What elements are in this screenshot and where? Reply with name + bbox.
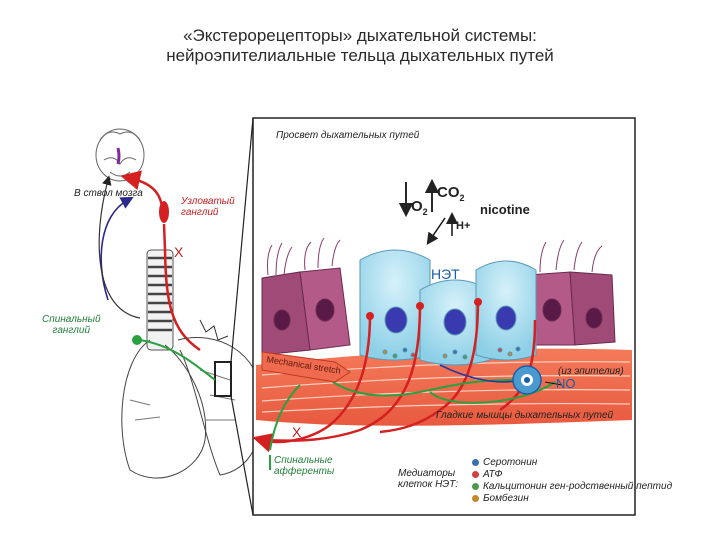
efferent-arrow bbox=[100, 196, 134, 301]
net-cells bbox=[359, 249, 537, 366]
epithelium-cells bbox=[261, 237, 616, 356]
mediator-atp: АТФ bbox=[472, 469, 672, 480]
vagus-top-label: X bbox=[174, 244, 184, 260]
brain-sketch bbox=[95, 128, 145, 182]
title-line-1: «Экстерорецепторы» дыхательной системы: bbox=[183, 26, 537, 45]
mediator-serotonin: Серотонин bbox=[472, 457, 672, 468]
lungs-sketch bbox=[121, 319, 263, 479]
net-label: НЭТ bbox=[431, 266, 460, 282]
no-label: NO bbox=[556, 376, 576, 391]
spinal-afferent-left bbox=[139, 339, 216, 381]
spinal-fibers-inset bbox=[269, 369, 556, 470]
h-plus-label: H+ bbox=[456, 220, 471, 232]
nodose-ganglion-shape bbox=[159, 201, 169, 223]
o2-label: O2 bbox=[411, 198, 428, 217]
vagal-ascending-path bbox=[120, 170, 165, 223]
title-line-2: нейроэпителиальные тельца дыхательных пу… bbox=[166, 46, 554, 65]
vagus-bottom-label: X bbox=[292, 424, 302, 440]
mediator-bombesin: Бомбезин bbox=[472, 493, 672, 504]
co2-label: CO2 bbox=[437, 184, 465, 203]
mediator-dot bbox=[472, 482, 479, 490]
spinal-ganglion-label: Спинальный ганглий bbox=[42, 314, 101, 336]
mediator-cgrp: Кальцитонин ген-родственный пептид bbox=[472, 481, 672, 492]
nodose-ganglion-label: Узловатый ганглий bbox=[181, 196, 235, 218]
vagus-nerve-path bbox=[162, 223, 201, 352]
spinal-afferents-label: Спинальные афференты bbox=[274, 455, 335, 477]
mediators-label: Медиаторы клеток НЭТ: bbox=[398, 468, 459, 490]
smooth-muscle-label: Гладкие мышцы дыхательных путей bbox=[436, 410, 614, 421]
epithelium-note: (из эпителия) bbox=[558, 366, 624, 377]
zoom-box bbox=[214, 361, 232, 397]
mediators-legend: Серотонин АТФ Кальцитонин ген-родственны… bbox=[472, 457, 672, 504]
brainstem-label: В ствол мозга bbox=[74, 188, 143, 199]
lumen-label: Просвет дыхательных путей bbox=[276, 130, 420, 141]
mechanical-stretch-arrow bbox=[261, 351, 351, 383]
nicotine-label: nicotine bbox=[480, 202, 530, 217]
mediator-dot bbox=[472, 458, 479, 466]
mediator-dot bbox=[472, 470, 479, 478]
mediator-dot bbox=[472, 494, 479, 502]
no-source-cell bbox=[512, 365, 542, 395]
spinal-to-brain-arrow bbox=[98, 175, 141, 319]
